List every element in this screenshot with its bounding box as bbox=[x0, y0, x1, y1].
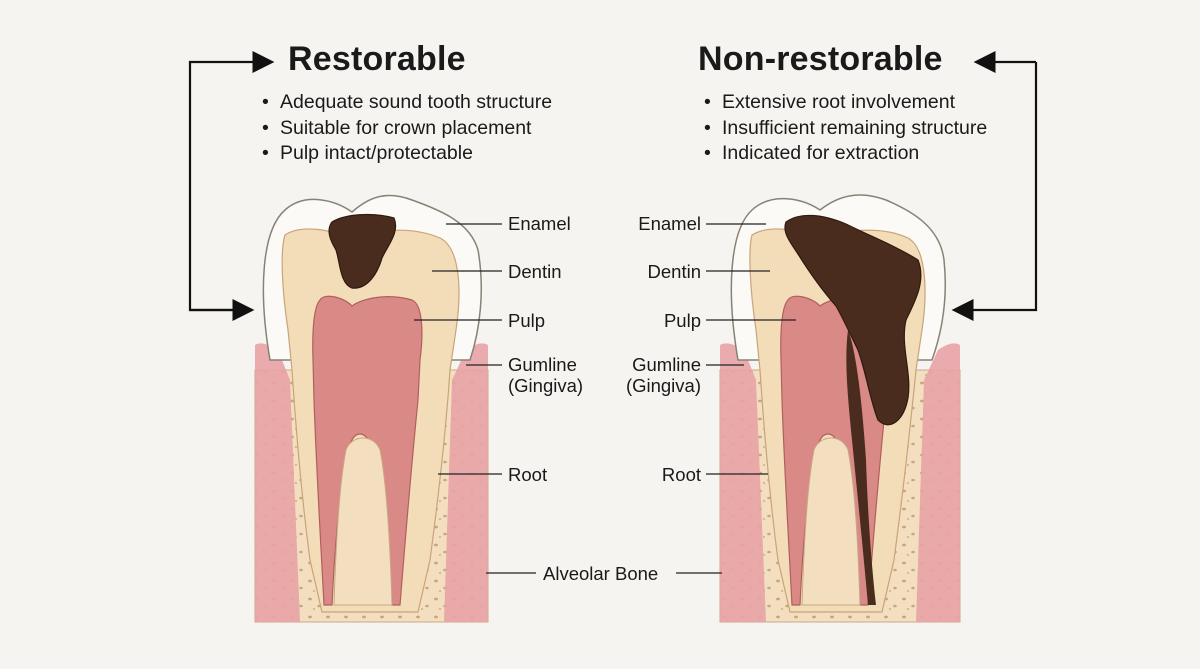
enamel-label-left: Enamel bbox=[508, 213, 571, 234]
root-core-left bbox=[333, 437, 393, 606]
gumline-label-right: Gumline bbox=[632, 354, 701, 375]
list-item: Extensive root involvement bbox=[704, 90, 987, 116]
decay-left bbox=[328, 213, 397, 289]
list-item: Insufficient remaining structure bbox=[704, 116, 987, 142]
left-bracket-arrow bbox=[188, 51, 275, 312]
restorable-tooth bbox=[254, 194, 489, 623]
non-restorable-criteria-list: Extensive root involvement Insufficient … bbox=[704, 90, 987, 167]
list-item: Adequate sound tooth structure bbox=[262, 90, 552, 116]
list-item: Suitable for crown placement bbox=[262, 116, 552, 142]
restorable-criteria-list: Adequate sound tooth structure Suitable … bbox=[262, 90, 552, 167]
gingiva-label-left: (Gingiva) bbox=[508, 375, 584, 396]
decay-right bbox=[784, 214, 922, 426]
pulp-label-left: Pulp bbox=[508, 310, 546, 331]
non-restorable-title: Non-restorable bbox=[698, 40, 943, 78]
dentin-label-left: Dentin bbox=[508, 261, 562, 282]
pulp-label-right: Pulp bbox=[663, 310, 701, 331]
gingiva-label-right: (Gingiva) bbox=[625, 375, 701, 396]
non-restorable-tooth bbox=[719, 194, 961, 623]
enamel-label-right: Enamel bbox=[638, 213, 701, 234]
root-label-right: Root bbox=[661, 464, 701, 485]
gum-right-b bbox=[916, 343, 960, 622]
list-item: Pulp intact/protectable bbox=[262, 141, 552, 167]
gumline-label-left: Gumline bbox=[508, 354, 577, 375]
gum-left-b bbox=[444, 343, 488, 622]
gum-left-a bbox=[255, 343, 300, 622]
leader-lines bbox=[414, 223, 796, 574]
alveolar-bone-label: Alveolar Bone bbox=[543, 563, 659, 584]
root-core-right bbox=[801, 437, 861, 606]
list-item: Indicated for extraction bbox=[704, 141, 987, 167]
right-bracket-line bbox=[951, 62, 1038, 321]
gum-right-a bbox=[720, 343, 766, 622]
decay-root-right bbox=[846, 330, 876, 605]
restorable-title: Restorable bbox=[288, 40, 466, 78]
root-label-left: Root bbox=[508, 464, 548, 485]
dentin-label-right: Dentin bbox=[647, 261, 701, 282]
